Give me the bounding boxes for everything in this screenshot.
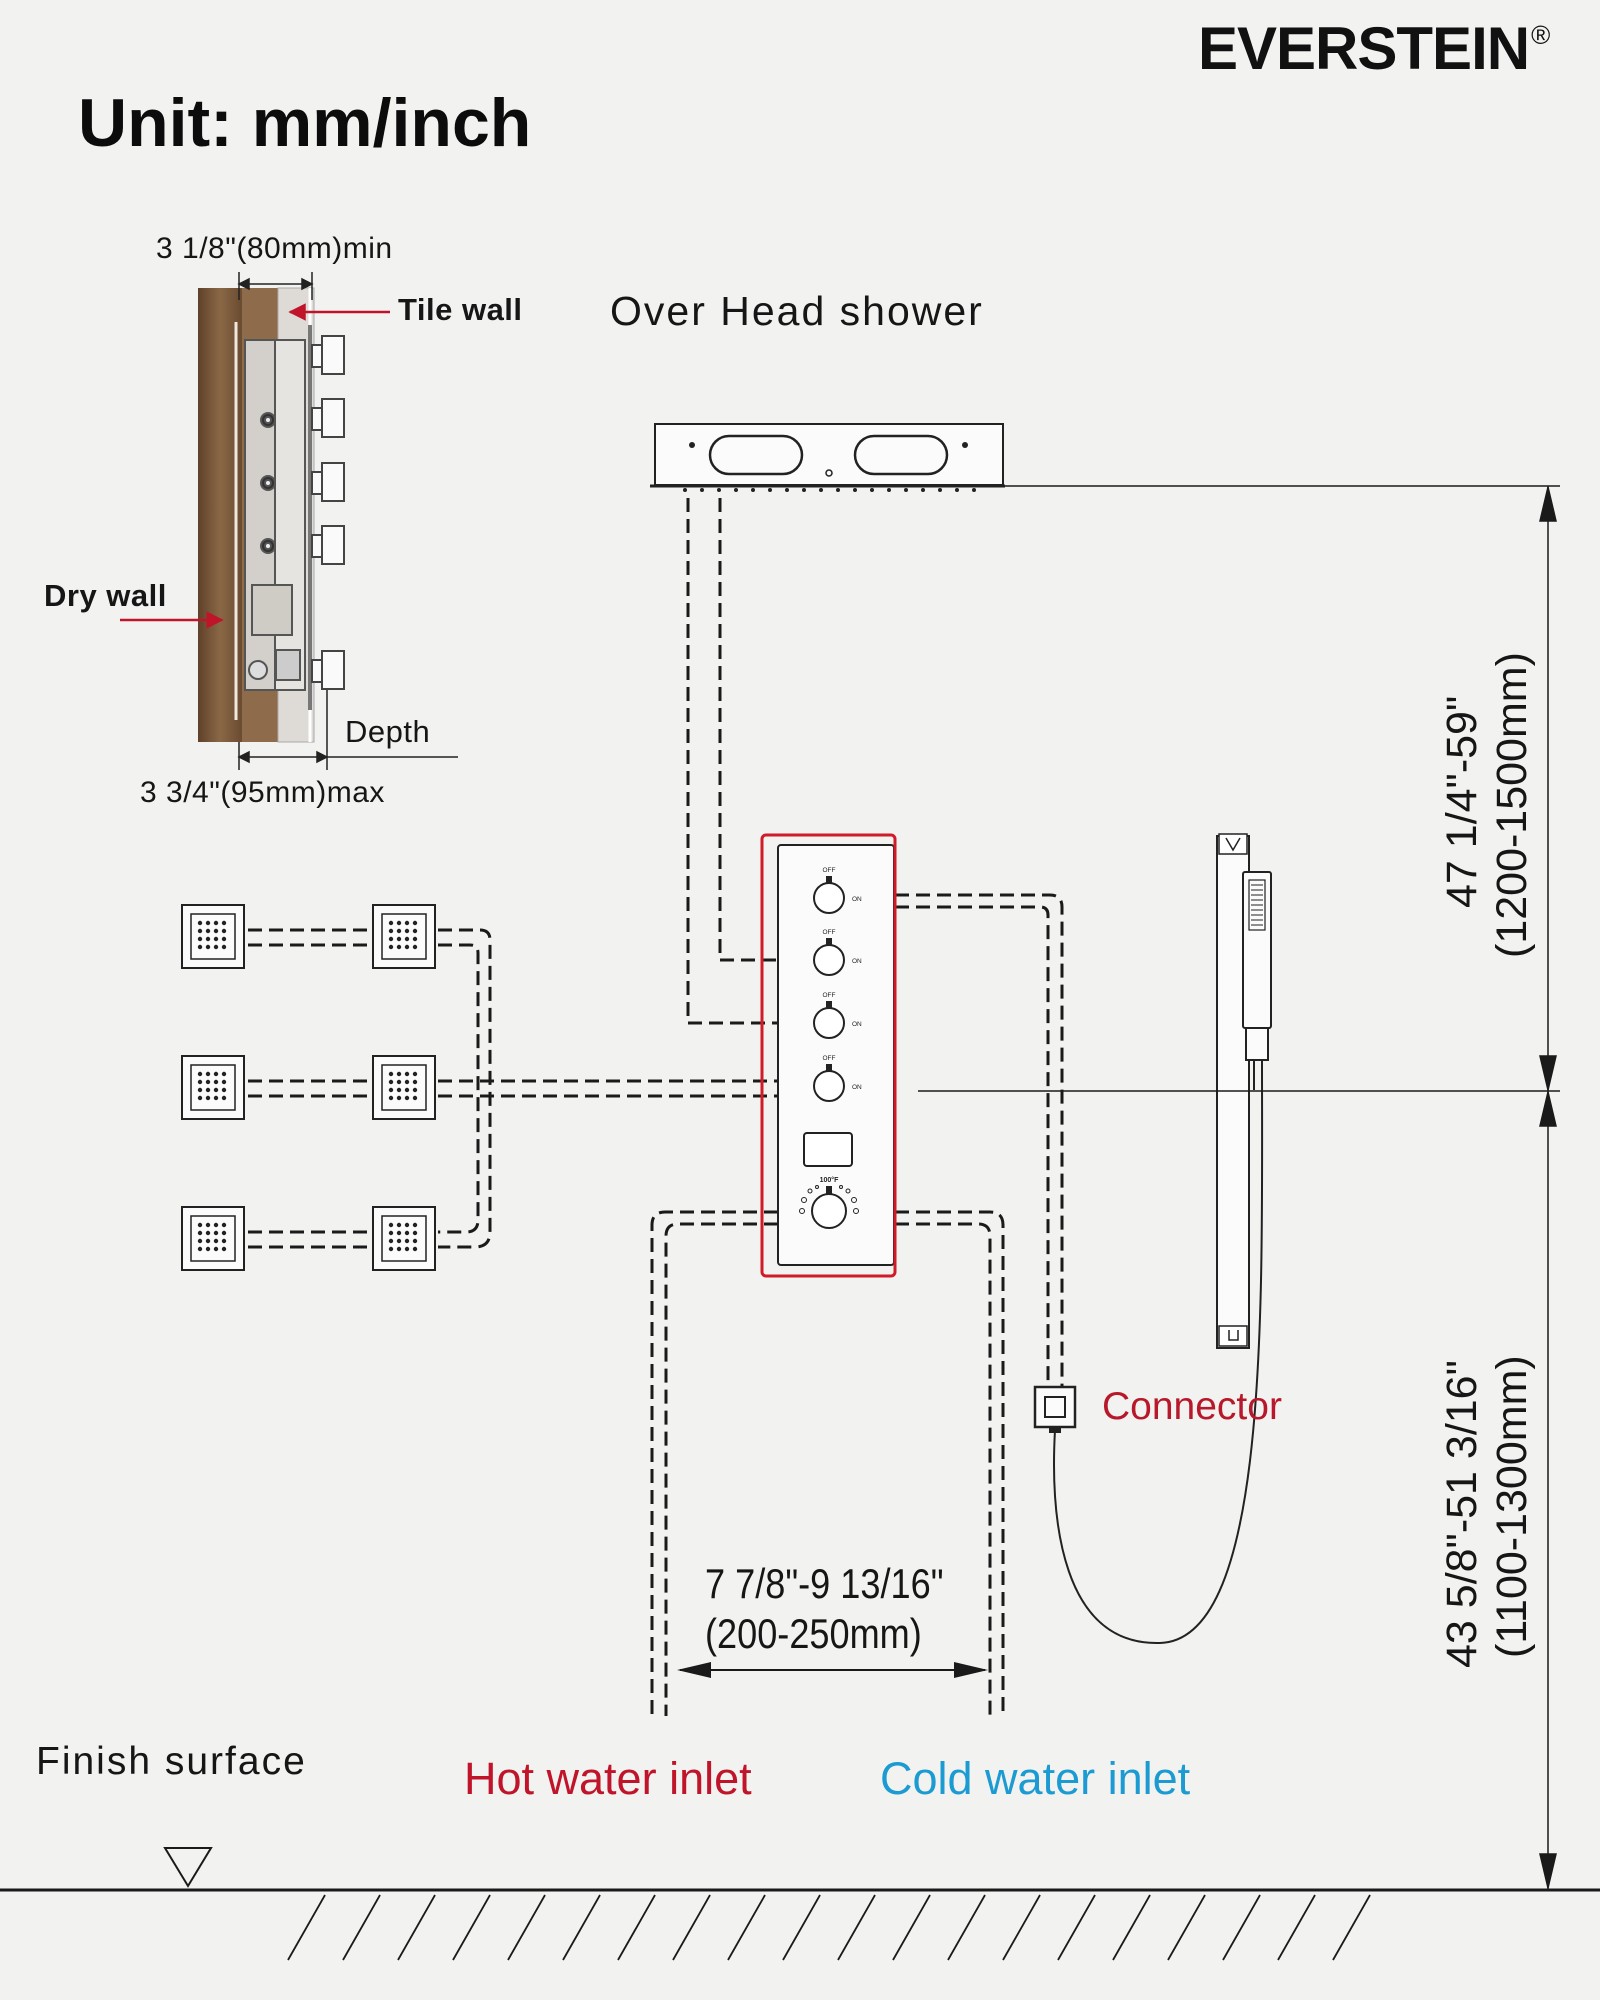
valve-knob-2: OFF ON (813, 929, 862, 976)
valve-knob-1: OFF ON (813, 867, 862, 914)
valve-panel: OFF ON OFF ON OFF ON OFF ON (760, 833, 897, 1278)
height-dimensions (918, 485, 1560, 1890)
pipes (248, 498, 1064, 1716)
wall-connector (1033, 1385, 1077, 1433)
knob-off-label: OFF (823, 929, 836, 936)
section-knobs (311, 335, 345, 690)
valve-height-mm: (1100-1300mm) (1488, 1355, 1536, 1658)
knob-on-label: ON (852, 1084, 862, 1091)
body-jet (181, 1206, 245, 1271)
valve-knob-3: OFF ON (813, 992, 862, 1039)
valve-panel-highlight (760, 833, 897, 1278)
tile-wall-label: Tile wall (398, 292, 523, 327)
cold-water-inlet-label: Cold water inlet (880, 1753, 1191, 1804)
brand-name: EVERSTEIN (1198, 15, 1530, 82)
temp-mark-label: 100°F (820, 1176, 839, 1184)
knob-on-label: ON (852, 958, 862, 965)
overhead-height-mm: (1200-1500mm) (1488, 652, 1536, 958)
valve-height-inches: 43 5/8"-51 3/16" (1438, 1360, 1486, 1668)
depth-label: Depth (345, 714, 431, 749)
overhead-shower-label: Over Head shower (610, 288, 984, 334)
brand-logo: EVERSTEIN® (1198, 14, 1550, 83)
inlet-spacing-dimension (677, 1662, 988, 1678)
min-depth-dimension: 3 1/8"(80mm)min (156, 232, 393, 265)
shower-hose (1053, 1059, 1264, 1645)
thermostat-knob: 100°F (799, 1176, 859, 1229)
knob-off-label: OFF (823, 1055, 836, 1062)
wall-section (120, 272, 458, 770)
finish-surface-label: Finish surface (36, 1740, 307, 1783)
body-jet (181, 904, 245, 969)
section-dimension-lines (237, 272, 458, 770)
valve-knob-4: OFF ON (813, 1055, 862, 1102)
valve-body (244, 339, 306, 691)
body-jets (181, 904, 436, 1271)
hot-water-inlet-label: Hot water inlet (464, 1753, 752, 1804)
inlet-spacing-inches: 7 7/8"-9 13/16" (705, 1560, 944, 1607)
temperature-display (803, 1132, 853, 1167)
knob-on-label: ON (852, 896, 862, 903)
body-jet (372, 904, 436, 969)
connector-label: Connector (1102, 1385, 1282, 1428)
finish-floor (0, 1847, 1600, 1961)
hand-shower (1242, 871, 1272, 1090)
overhead-shower-head (650, 423, 1005, 492)
knob-off-label: OFF (823, 867, 836, 874)
body-jet (372, 1206, 436, 1271)
max-depth-dimension: 3 3/4"(95mm)max (140, 776, 385, 809)
dry-wall-label: Dry wall (44, 578, 167, 613)
body-jet (181, 1055, 245, 1120)
registered-mark: ® (1531, 20, 1550, 50)
knob-off-label: OFF (823, 992, 836, 999)
knob-on-label: ON (852, 1021, 862, 1028)
level-marker-icon (163, 1847, 213, 1888)
overhead-height-inches: 47 1/4"-59" (1438, 695, 1486, 908)
body-jet (372, 1055, 436, 1120)
inlet-spacing-mm: (200-250mm) (705, 1610, 922, 1657)
unit-title: Unit: mm/inch (78, 85, 532, 161)
